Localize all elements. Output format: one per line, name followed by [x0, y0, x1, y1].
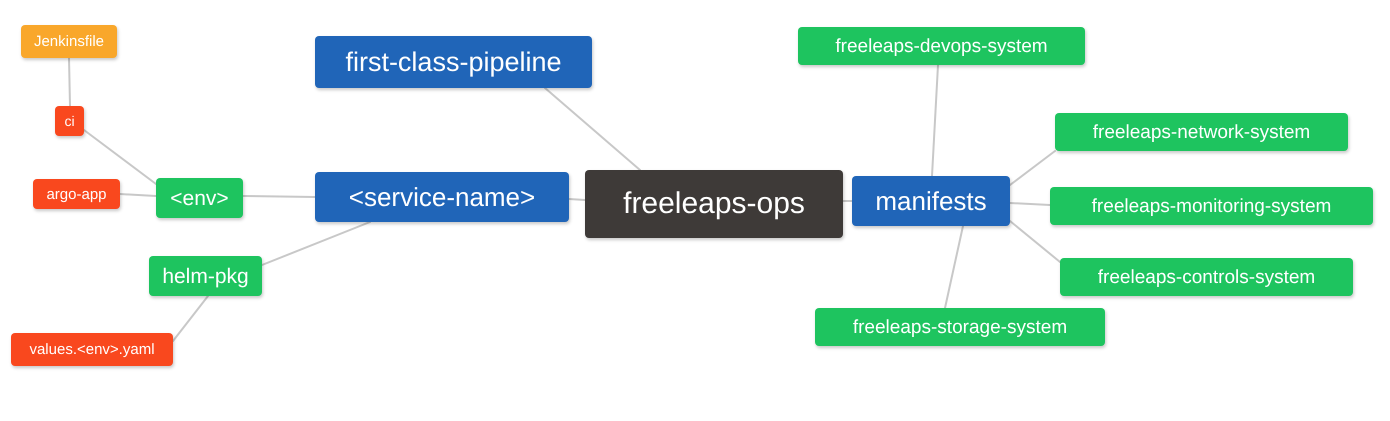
- mindmap-node-values-env-yaml[interactable]: values.<env>.yaml: [11, 333, 173, 366]
- node-label: freeleaps-network-system: [1092, 121, 1311, 143]
- mindmap-node-freeleaps-ops[interactable]: freeleaps-ops: [585, 170, 843, 238]
- node-label: freeleaps-monitoring-system: [1091, 195, 1332, 217]
- node-label: freeleaps-devops-system: [835, 35, 1048, 57]
- node-label: manifests: [875, 186, 987, 216]
- node-label: freeleaps-controls-system: [1097, 266, 1316, 288]
- edge-values-env-yaml-to-helm-pkg: [172, 295, 209, 342]
- mindmap-node-service-name[interactable]: <service-name>: [315, 172, 569, 222]
- mindmap-node-freeleaps-controls-system[interactable]: freeleaps-controls-system: [1060, 258, 1353, 296]
- node-label: first-class-pipeline: [345, 46, 562, 77]
- edge-freeleaps-controls-system-to-manifests: [1009, 220, 1061, 263]
- edge-freeleaps-devops-system-to-manifests: [931, 64, 939, 177]
- node-label: <service-name>: [348, 182, 536, 212]
- edge-first-class-pipeline-to-freeleaps-ops: [544, 87, 641, 171]
- edge-helm-pkg-to-service-name: [261, 221, 371, 266]
- node-label: helm-pkg: [162, 264, 249, 288]
- node-label: <env>: [170, 186, 229, 210]
- mindmap-node-freeleaps-storage-system[interactable]: freeleaps-storage-system: [815, 308, 1105, 346]
- mindmap-node-helm-pkg[interactable]: helm-pkg: [149, 256, 262, 296]
- node-label: Jenkinsfile: [33, 33, 105, 50]
- edge-ci-to-env: [83, 129, 157, 185]
- mindmap-node-ci[interactable]: ci: [55, 106, 84, 136]
- edge-freeleaps-storage-system-to-manifests: [944, 225, 964, 309]
- mindmap-node-freeleaps-devops-system[interactable]: freeleaps-devops-system: [798, 27, 1085, 65]
- mindmap-node-manifests[interactable]: manifests: [852, 176, 1010, 226]
- mindmap-node-freeleaps-monitoring-system[interactable]: freeleaps-monitoring-system: [1050, 187, 1373, 225]
- mindmap-node-Jenkinsfile[interactable]: Jenkinsfile: [21, 25, 117, 58]
- edge-service-name-to-freeleaps-ops: [568, 198, 586, 201]
- mindmap-node-freeleaps-network-system[interactable]: freeleaps-network-system: [1055, 113, 1348, 151]
- edge-Jenkinsfile-to-ci: [68, 57, 71, 107]
- mindmap-node-first-class-pipeline[interactable]: first-class-pipeline: [315, 36, 592, 88]
- node-label: argo-app: [46, 185, 107, 203]
- node-label: ci: [64, 113, 75, 129]
- node-label: freeleaps-storage-system: [852, 316, 1068, 338]
- node-label: freeleaps-ops: [623, 187, 805, 220]
- node-label: values.<env>.yaml: [29, 341, 155, 358]
- edge-freeleaps-monitoring-system-to-manifests: [1009, 202, 1051, 206]
- edge-env-to-service-name: [242, 195, 316, 198]
- edge-argo-app-to-env: [119, 193, 157, 197]
- edge-freeleaps-network-system-to-manifests: [1009, 150, 1056, 186]
- mindmap-node-argo-app[interactable]: argo-app: [33, 179, 120, 209]
- mindmap-node-env[interactable]: <env>: [156, 178, 243, 218]
